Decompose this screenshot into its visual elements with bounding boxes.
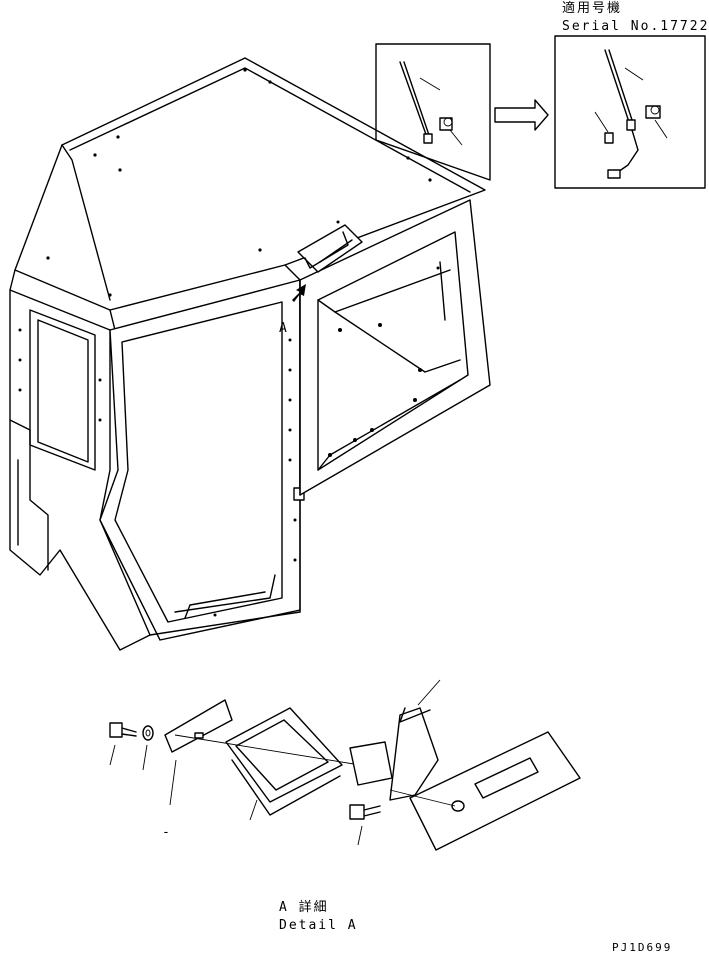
serial-note-heading: 適用号機 (562, 1, 623, 16)
serial-note-number: Serial No.17722~ (562, 19, 709, 34)
inset-antenna-after (554, 35, 706, 189)
detail-caption-en: Detail A (279, 918, 358, 933)
revision-arrow (494, 99, 549, 131)
detail-a-pointer (292, 284, 306, 302)
cab-door-frame (99, 279, 305, 641)
drawing-code: PJ1D699 (612, 941, 673, 954)
stray-dash: - (162, 825, 172, 840)
cab-left-wall (9, 289, 151, 651)
inset-antenna-before (375, 43, 491, 181)
cab-roof (9, 57, 486, 331)
roof-antenna-bracket (297, 220, 363, 273)
cab-rear-frame (299, 199, 491, 496)
detail-a-parts (109, 679, 581, 851)
detail-a-callout-letter: A (279, 321, 287, 336)
detail-caption-jp: A 詳細 (279, 900, 329, 915)
